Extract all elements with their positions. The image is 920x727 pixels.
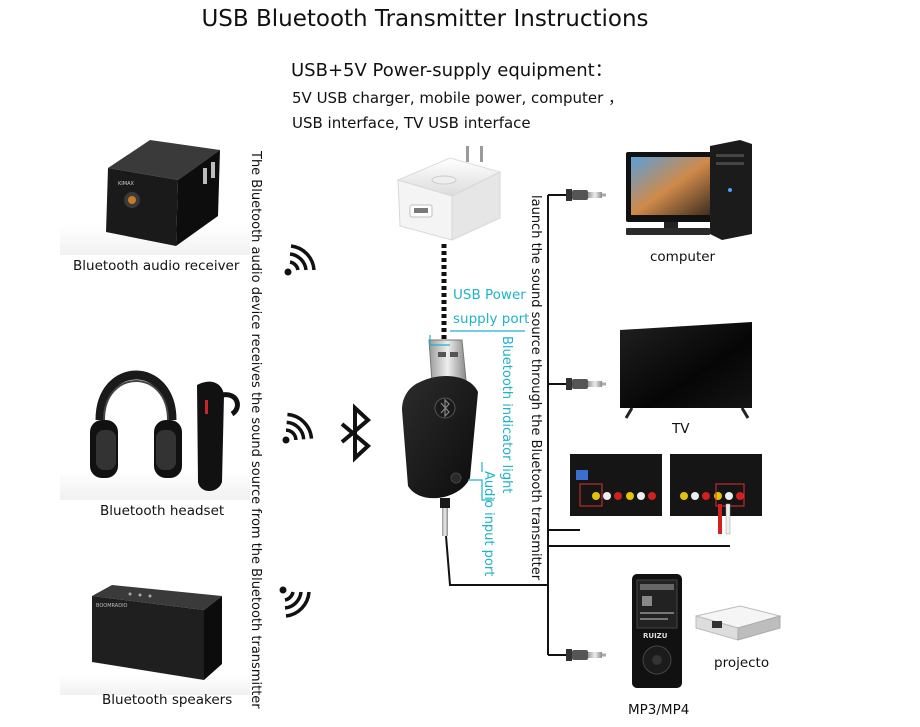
bluetooth-icon <box>340 403 372 463</box>
computer-label: computer <box>650 249 716 265</box>
audio-input-callout: Audio input port <box>481 471 496 577</box>
receive-vertical-text: The Bluetooth audio device receives the … <box>248 151 263 709</box>
bluetooth-speaker: BOOMRADIO <box>92 585 222 680</box>
receiver-brand-text: KIMAX <box>118 181 134 187</box>
speaker-floor <box>60 675 250 695</box>
mp3-player: RUIZU <box>632 574 682 688</box>
mp3-brand-text: RUIZU <box>643 632 668 640</box>
mp3-label: MP3/MP4 <box>628 702 690 718</box>
bluetooth-headset <box>90 370 240 491</box>
usb-power-callout-1: USB Power <box>453 287 526 303</box>
usb-plug-icon <box>428 339 467 383</box>
av-panel-right <box>670 454 762 535</box>
speakers-label: Bluetooth speakers <box>102 692 233 708</box>
audio-jack-icon <box>566 189 606 201</box>
usb-power-callout-2: supply port <box>453 311 530 327</box>
wifi-signal-icon <box>284 244 316 276</box>
power-line-1: 5V USB charger, mobile power, computer ， <box>292 89 624 107</box>
usb-power-callout-line <box>429 335 450 346</box>
power-heading: USB+5V Power-supply equipment： <box>291 60 613 81</box>
usb-transmitter-dongle <box>402 339 478 536</box>
audio-jack-icon <box>566 378 606 390</box>
audio-receiver-label: Bluetooth audio receiver <box>73 258 240 274</box>
wifi-signal-icon <box>279 586 311 618</box>
headset-label: Bluetooth headset <box>100 503 225 519</box>
tv-label: TV <box>672 421 690 437</box>
projector-device <box>695 605 782 641</box>
launch-vertical-text: launch the sound source through the Blue… <box>528 195 543 581</box>
bluetooth-audio-receiver: KIMAX <box>106 140 220 246</box>
page-title: USB Bluetooth Transmitter Instructions <box>201 6 649 32</box>
power-line-2: USB interface, TV USB interface <box>292 114 531 132</box>
speaker-brand-text: BOOMRADIO <box>96 603 128 609</box>
projector-label: projecto <box>714 655 770 671</box>
wifi-signal-icon <box>282 412 314 444</box>
audio-input-callout-line <box>468 479 494 501</box>
computer-device <box>626 140 752 240</box>
audio-jack-icon <box>566 649 606 661</box>
indicator-callout: Bluetooth indicator light <box>499 336 514 494</box>
wiring <box>445 194 730 656</box>
usb-charger <box>396 146 502 241</box>
tv-device <box>620 322 752 419</box>
av-panel-left <box>570 454 662 516</box>
